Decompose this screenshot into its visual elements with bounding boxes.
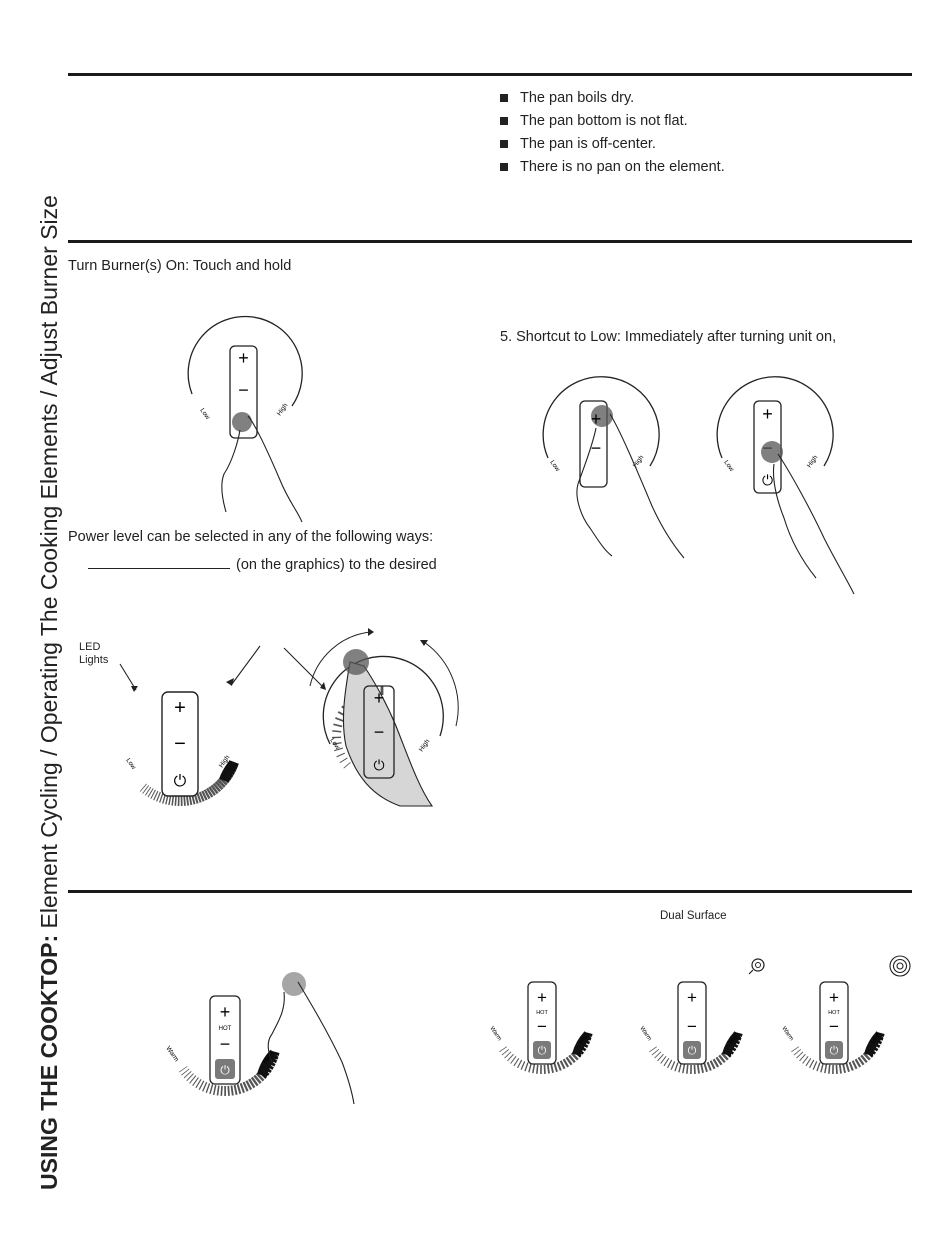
- power-icon: ⏻: [538, 1045, 547, 1057]
- svg-text:Low: Low: [722, 459, 735, 473]
- dual-surface-dial-3: + HOT − ⏻ Warm High: [780, 955, 911, 1075]
- svg-text:High: High: [806, 454, 820, 469]
- svg-text:+: +: [687, 988, 697, 1007]
- list-item: There is no pan on the element.: [500, 158, 725, 181]
- dual-surface-dial-1: + HOT − ⏻ Warm High: [488, 981, 593, 1075]
- fill-in-blank: [88, 556, 230, 569]
- power-button-pressed: [215, 1059, 235, 1079]
- svg-text:+: +: [591, 409, 602, 429]
- led-lights-label: LED Lights: [79, 641, 109, 666]
- power-icon: ⏻: [830, 1045, 839, 1057]
- dual-ring-icon: [889, 955, 911, 977]
- list-item: The pan boils dry.: [500, 89, 725, 112]
- svg-text:−: −: [220, 1034, 231, 1054]
- power-icon: ⏻: [373, 757, 384, 773]
- warm-dial-touch-graphic: + HOT − ⏻ Warm High: [164, 972, 355, 1105]
- sidebar-title-bold: USING THE COOKTOP:: [36, 934, 62, 1190]
- cycling-bullet-list: The pan boils dry. The pan bottom is not…: [500, 89, 725, 181]
- shortcut-text: 5. Shortcut to Low: Immediately after tu…: [500, 329, 837, 345]
- svg-text:High: High: [579, 1032, 591, 1046]
- finger-icon: [609, 413, 685, 559]
- svg-text:High: High: [871, 1032, 883, 1046]
- single-ring-icon: [748, 958, 765, 975]
- led-lights-dial-graphic: + − ⏻ Low High: [119, 645, 261, 807]
- svg-text:Warm: Warm: [488, 1026, 502, 1042]
- section-rule-cycling: [68, 73, 912, 76]
- touch-point-icon: [232, 412, 252, 432]
- power-icon: ⏻: [174, 773, 187, 790]
- svg-text:+: +: [374, 688, 385, 708]
- svg-text:HOT: HOT: [536, 1010, 548, 1016]
- power-icon: ⏻: [688, 1045, 697, 1057]
- finger-icon: [777, 453, 855, 595]
- svg-text:−: −: [174, 733, 186, 755]
- dual-surface-label: Dual Surface: [660, 910, 727, 922]
- svg-text:Warm: Warm: [638, 1026, 652, 1042]
- led-tick-ring: [139, 760, 239, 807]
- touch-point-icon: [591, 405, 613, 427]
- sidebar-title-rest: Element Cycling / Operating The Cooking …: [36, 195, 62, 929]
- graphics-text-line: (on the graphics) to the desired: [88, 556, 437, 573]
- control-pill: [161, 691, 199, 797]
- turn-on-text: Turn Burner(s) On: Touch and hold: [68, 258, 292, 274]
- svg-text:Low: Low: [548, 459, 561, 473]
- hot-label: HOT: [219, 1026, 232, 1032]
- svg-text:HOT: HOT: [828, 1010, 840, 1016]
- section-rule-operating: [68, 240, 912, 243]
- power-icon: ⏻: [220, 1063, 230, 1077]
- svg-text:Low: Low: [124, 757, 137, 771]
- touch-point-icon: [761, 441, 783, 463]
- power-icon: ⏻: [762, 472, 773, 488]
- svg-text:+: +: [537, 988, 547, 1007]
- svg-text:+: +: [174, 697, 186, 719]
- power-level-text: Power level can be selected in any of th…: [68, 529, 434, 545]
- svg-text:Warm: Warm: [780, 1026, 794, 1042]
- svg-text:−: −: [374, 722, 385, 742]
- list-item: The pan bottom is not flat.: [500, 112, 725, 135]
- shortcut-low-graphic-2: + − ⏻ Low High: [716, 376, 855, 595]
- svg-text:−: −: [537, 1017, 547, 1036]
- finger-icon: [342, 661, 434, 807]
- finger-icon: [247, 415, 303, 523]
- svg-text:High: High: [418, 738, 432, 753]
- touch-point-icon: [343, 649, 369, 675]
- touch-point-icon: [282, 972, 306, 996]
- low-label: Low: [198, 407, 211, 421]
- list-item: The pan is off-center.: [500, 135, 725, 158]
- svg-text:Warm: Warm: [164, 1045, 180, 1063]
- svg-text:+: +: [220, 1002, 231, 1022]
- sidebar-title: USING THE COOKTOP: Element Cycling / Ope…: [36, 195, 63, 1190]
- svg-text:−: −: [829, 1017, 839, 1036]
- finger-icon: [297, 981, 355, 1105]
- turn-on-control-graphic: + − Low High: [187, 315, 303, 523]
- arrow-pointer: [231, 645, 261, 685]
- plus-icon: +: [238, 348, 249, 368]
- svg-text:+: +: [762, 404, 773, 424]
- high-label: High: [276, 402, 290, 417]
- minus-icon: −: [238, 380, 249, 400]
- slide-dial-graphic: + − ⏻ Low High: [283, 628, 459, 807]
- svg-text:High: High: [729, 1032, 741, 1046]
- svg-text:−: −: [687, 1017, 697, 1036]
- dual-surface-dial-2: + − ⏻ Warm High: [638, 958, 765, 1075]
- section-rule-burner-size: [68, 890, 912, 893]
- svg-text:+: +: [829, 988, 839, 1007]
- svg-text:High: High: [632, 454, 646, 469]
- svg-text:−: −: [591, 438, 602, 458]
- shortcut-low-graphic-1: + − Low High: [542, 376, 685, 559]
